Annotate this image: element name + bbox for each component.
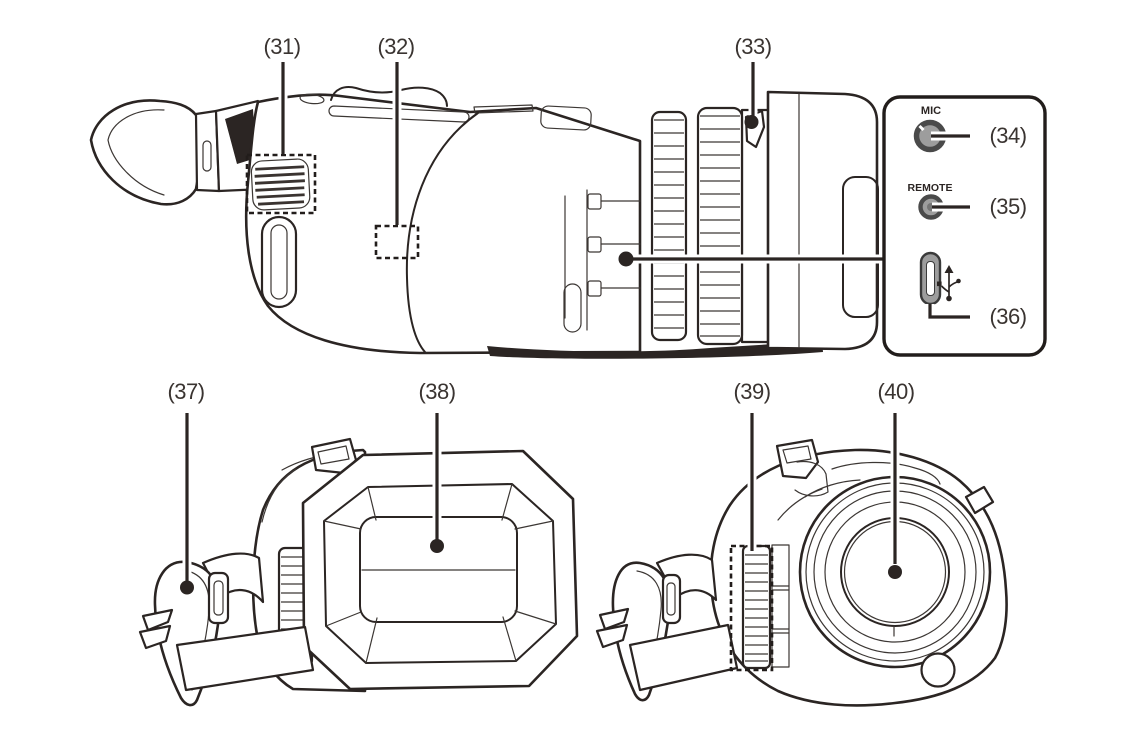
focus-ring — [650, 110, 688, 342]
remote-jack-label: REMOTE — [908, 182, 953, 194]
strap-hook-fl-1 — [141, 608, 174, 632]
lens-hood-front — [301, 449, 579, 691]
hand-strap-fl — [138, 552, 315, 707]
mic-jack-highlight — [918, 124, 925, 132]
top-rail — [328, 105, 470, 123]
callout-32-label: (32) — [377, 34, 414, 59]
evf-shadow — [225, 109, 256, 164]
grip-tab-dividers — [771, 585, 790, 634]
usb-trident-icon — [937, 265, 961, 302]
hand-strap-front — [595, 553, 739, 702]
front-left-view — [138, 413, 579, 707]
callout-40-label: (40) — [877, 379, 914, 404]
mic-holder-mount — [540, 105, 592, 131]
top-bump-seam — [831, 461, 941, 485]
side-view: MIC REMOTE — [89, 62, 1047, 359]
callout-32-dashed-box — [374, 224, 420, 260]
callout-31-dashed-box — [245, 153, 317, 215]
diopter-slot — [202, 140, 212, 172]
shoe-fl-inner — [317, 445, 350, 465]
mic-jack-label: MIC — [921, 105, 941, 117]
shoe-front-inner — [782, 445, 812, 464]
callout-39-label: (39) — [733, 379, 770, 404]
strap-buckle-fl-slot — [213, 580, 224, 616]
side-tab — [964, 485, 995, 515]
camera-body-side — [244, 86, 642, 355]
shoe-bracket — [794, 460, 829, 497]
callout-36-label: (36) — [989, 304, 1026, 329]
callout-33-label: (33) — [734, 34, 771, 59]
callout-31-label: (31) — [263, 34, 300, 59]
callout-36-leader — [925, 304, 970, 322]
grip-tab-strip — [771, 544, 790, 668]
callout-38-leader — [430, 413, 444, 553]
hood-front-profile — [842, 176, 879, 318]
speaker-vent — [250, 158, 311, 211]
strap-hook-front-2 — [595, 623, 629, 649]
terminal-panel-leader — [618, 251, 883, 267]
terminal-detail-panel: MIC REMOTE — [882, 95, 1047, 357]
hood-bevel-facets — [323, 483, 557, 664]
callout-37-label: (37) — [167, 379, 204, 404]
grip-belt-slot — [260, 215, 298, 309]
viewfinder-eyecup — [89, 99, 265, 206]
lens-barrel — [487, 106, 823, 359]
callout-34-label: (34) — [989, 123, 1026, 148]
callout-38-label: (38) — [418, 379, 455, 404]
front-view — [595, 413, 1008, 707]
callout-35-label: (35) — [989, 194, 1026, 219]
callout-33-leader — [744, 62, 759, 129]
cover-seam-lines — [600, 200, 641, 289]
callout-labels: (31) (32) (33) (34) (35) (36) (37) (38) … — [167, 34, 1027, 404]
callout-37-leader — [180, 413, 194, 595]
strap-hook-fl-2 — [138, 624, 172, 650]
grip-seam — [405, 112, 479, 353]
strap-buckle-front-slot — [666, 582, 676, 616]
grip-belt-slot-inner — [270, 224, 288, 300]
usb-port-slot — [926, 261, 935, 296]
strap-hook-front-1 — [598, 607, 630, 631]
strap-buckle-front — [661, 573, 682, 625]
barrel-underside-shadow — [487, 341, 823, 359]
strap-band-fl — [175, 625, 315, 692]
body-front-seams — [777, 479, 861, 521]
strap-band-front — [628, 623, 739, 692]
strap-eyelet — [299, 93, 325, 105]
callout-40-leader — [888, 413, 902, 579]
lens-hood-side — [744, 90, 879, 351]
lens-release-button — [920, 652, 956, 688]
release-slot — [563, 283, 582, 333]
zoom-ring — [696, 106, 744, 346]
accessory-rail — [473, 104, 534, 114]
